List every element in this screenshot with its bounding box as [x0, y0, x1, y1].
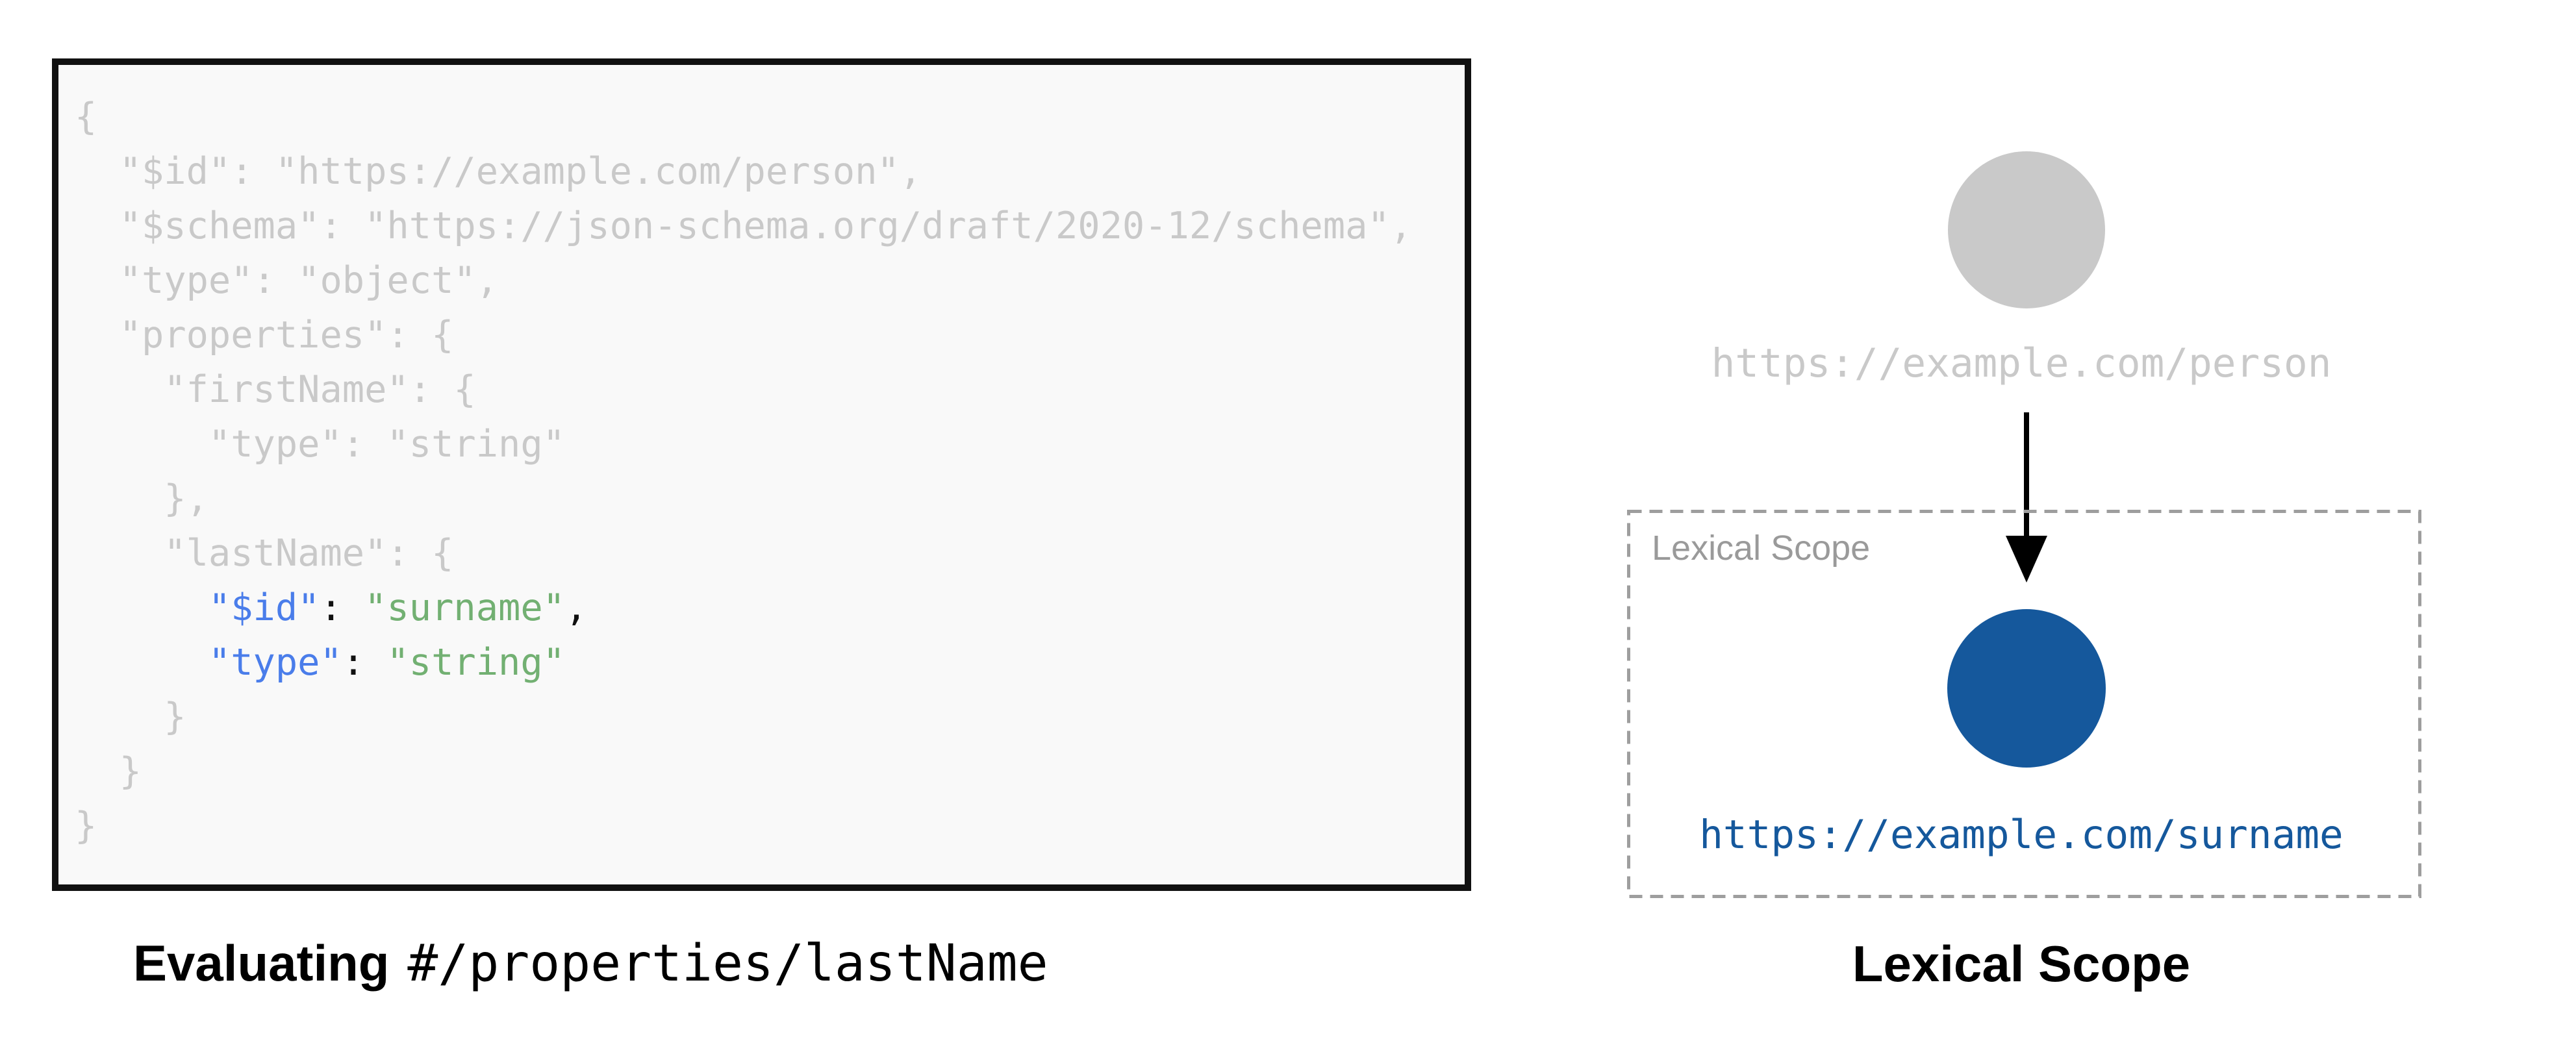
evaluating-caption: Evaluating #/properties/lastName [133, 934, 1048, 993]
code-token: , [565, 586, 588, 629]
code-line: "type": "string" [75, 417, 1448, 471]
reference-arrow-icon [2006, 412, 2047, 582]
lexical-scope-box-label: Lexical Scope [1652, 529, 1871, 568]
code-token: "$schema": "https://json-schema.org/draf… [75, 205, 1413, 247]
lexical-scope-box [1627, 510, 2421, 898]
code-block: { "$id": "https://example.com/person", "… [58, 65, 1465, 866]
code-token: } [75, 805, 97, 847]
code-token: : [342, 641, 387, 684]
schema-code-panel: { "$id": "https://example.com/person", "… [52, 58, 1471, 891]
code-token: { [75, 95, 97, 138]
code-token: : [320, 586, 365, 629]
code-line: "firstName": { [75, 362, 1448, 417]
code-token: "string" [386, 641, 565, 684]
code-token: } [75, 750, 142, 793]
code-line: } [75, 799, 1448, 853]
code-line: "$id": "https://example.com/person", [75, 144, 1448, 199]
code-line: "$id": "surname", [75, 581, 1448, 635]
code-token: "type": "object", [75, 259, 499, 302]
code-token: "properties": { [75, 314, 454, 357]
code-token: "surname" [364, 586, 565, 629]
person-uri-label: https://example.com/person [1711, 340, 2332, 386]
code-line: "lastName": { [75, 526, 1448, 581]
lexical-scope-caption: Lexical Scope [1852, 935, 2191, 992]
json-pointer-path: #/properties/lastName [407, 934, 1048, 993]
code-token [75, 586, 208, 629]
code-line: "type": "object", [75, 253, 1448, 308]
code-line: }, [75, 471, 1448, 526]
code-line: "$schema": "https://json-schema.org/draf… [75, 199, 1448, 253]
evaluating-label: Evaluating [133, 934, 390, 992]
code-line: "type": "string" [75, 635, 1448, 690]
code-token: "lastName": { [75, 532, 454, 575]
surname-node-circle [1947, 609, 2106, 768]
code-token: "$id": "https://example.com/person", [75, 150, 922, 193]
code-token: }, [75, 477, 208, 520]
code-token: "type" [208, 641, 342, 684]
code-line: } [75, 744, 1448, 799]
surname-uri-label: https://example.com/surname [1699, 812, 2343, 858]
code-token [75, 641, 208, 684]
code-token: } [75, 695, 186, 738]
code-line: } [75, 690, 1448, 744]
code-token: "$id" [208, 586, 320, 629]
code-line: { [75, 90, 1448, 144]
person-node-circle [1948, 151, 2105, 308]
code-line: "properties": { [75, 308, 1448, 362]
code-token: "type": "string" [75, 423, 565, 466]
code-token: "firstName": { [75, 368, 476, 411]
